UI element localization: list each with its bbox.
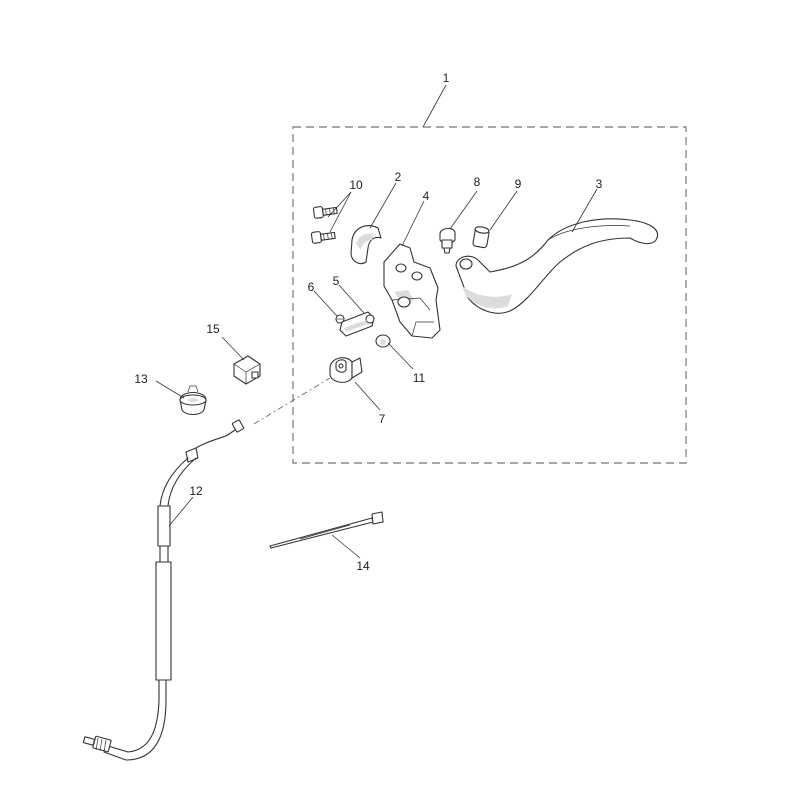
part-10-screws[interactable] <box>310 204 338 244</box>
callout-9: 9 <box>515 177 522 191</box>
part-9-bush[interactable] <box>472 226 490 249</box>
part-4-lever-bracket[interactable] <box>383 243 441 339</box>
callout-15: 15 <box>206 322 220 336</box>
part-15-connector[interactable] <box>233 355 261 385</box>
part-11-nut[interactable] <box>375 334 391 348</box>
part-5-switch[interactable] <box>339 311 375 337</box>
callout-13: 13 <box>134 372 148 386</box>
part-2-clamp[interactable] <box>350 225 382 265</box>
part-6-screw[interactable] <box>335 314 345 324</box>
callout-10: 10 <box>349 178 363 192</box>
part-13-grommet[interactable] <box>179 385 207 416</box>
part-12-cable[interactable] <box>82 419 245 761</box>
callout-1: 1 <box>443 71 450 85</box>
callout-6: 6 <box>308 280 315 294</box>
kit-dashed-outline <box>292 126 687 464</box>
callout-11: 11 <box>413 371 426 385</box>
part-14-cable-tie[interactable] <box>269 511 384 549</box>
alignment-line <box>253 377 331 425</box>
callout-5: 5 <box>333 274 340 288</box>
callout-4: 4 <box>423 189 430 203</box>
callout-2: 2 <box>395 170 402 184</box>
callout-labels: 1 2 3 4 5 6 7 8 9 10 11 12 13 14 15 <box>134 71 602 573</box>
part-7-adjuster[interactable] <box>329 357 363 383</box>
part-3-lever[interactable] <box>455 218 658 314</box>
part-8-pivot-bolt[interactable] <box>439 227 456 254</box>
callout-7: 7 <box>379 412 386 426</box>
callout-14: 14 <box>356 559 370 573</box>
callout-12: 12 <box>189 484 203 498</box>
callout-3: 3 <box>596 177 603 191</box>
callout-8: 8 <box>474 175 481 189</box>
leader-lines <box>155 84 598 559</box>
